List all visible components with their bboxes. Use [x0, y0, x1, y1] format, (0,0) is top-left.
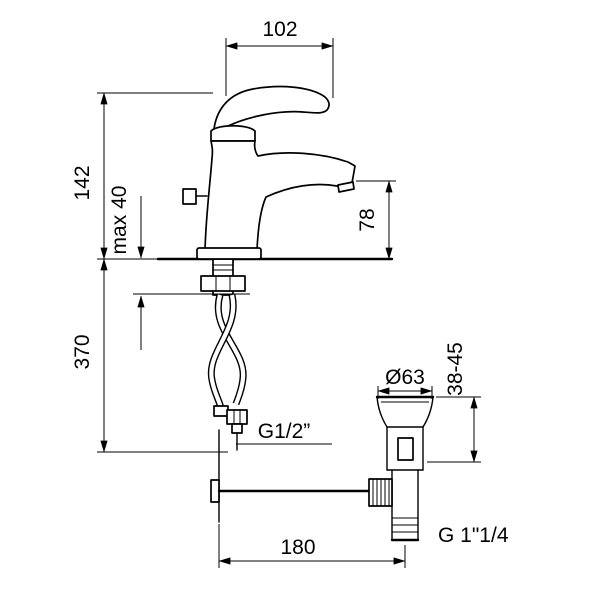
mounting-hardware: [156, 257, 394, 296]
label-hose-thread: G1/2”: [236, 420, 332, 445]
label-waste-thread: G 1"1/4: [438, 524, 509, 547]
body-height-label: 142: [71, 165, 94, 200]
mounting-nut: [200, 275, 246, 292]
hose-tailpiece: [231, 423, 243, 434]
spout-reach-label: 102: [262, 18, 297, 41]
dim-center-distance: 180: [218, 524, 406, 568]
dim-spout-reach: 102: [225, 18, 334, 98]
hose-end-fitting: [213, 405, 229, 417]
hose-length-label: 370: [71, 334, 94, 369]
waste-thread-label: G 1"1/4: [438, 524, 509, 547]
waste-height-range-label: 38-45: [444, 342, 467, 396]
popup-waste: [368, 395, 435, 542]
popup-rod-assembly: [210, 429, 371, 523]
waste-diameter-label: Ø63: [385, 366, 425, 389]
faucet: [182, 85, 356, 260]
max-thickness-label: max 40: [108, 186, 131, 255]
dim-max-thickness: max 40: [108, 186, 250, 350]
faucet-body-spout: [204, 140, 356, 251]
hose-connector-nut: [226, 409, 248, 425]
outlet-height-label: 78: [356, 208, 379, 231]
popup-rod-knob: [182, 188, 197, 205]
dim-waste-diameter: Ø63: [377, 366, 433, 399]
center-distance-label: 180: [280, 536, 315, 559]
faucet-lever: [213, 85, 330, 131]
waste-window: [397, 437, 414, 461]
faucet-base: [196, 247, 262, 260]
dim-hose-length: 370: [71, 258, 228, 453]
aerator: [337, 181, 355, 193]
supply-hoses: [207, 294, 248, 451]
hose-thread-label: G1/2”: [258, 420, 311, 443]
dim-outlet-height: 78: [356, 180, 396, 260]
dim-waste-height-range: 38-45: [427, 342, 481, 463]
faucet-cartridge-collar: [210, 124, 256, 142]
dim-body-height: 142: [71, 92, 213, 260]
